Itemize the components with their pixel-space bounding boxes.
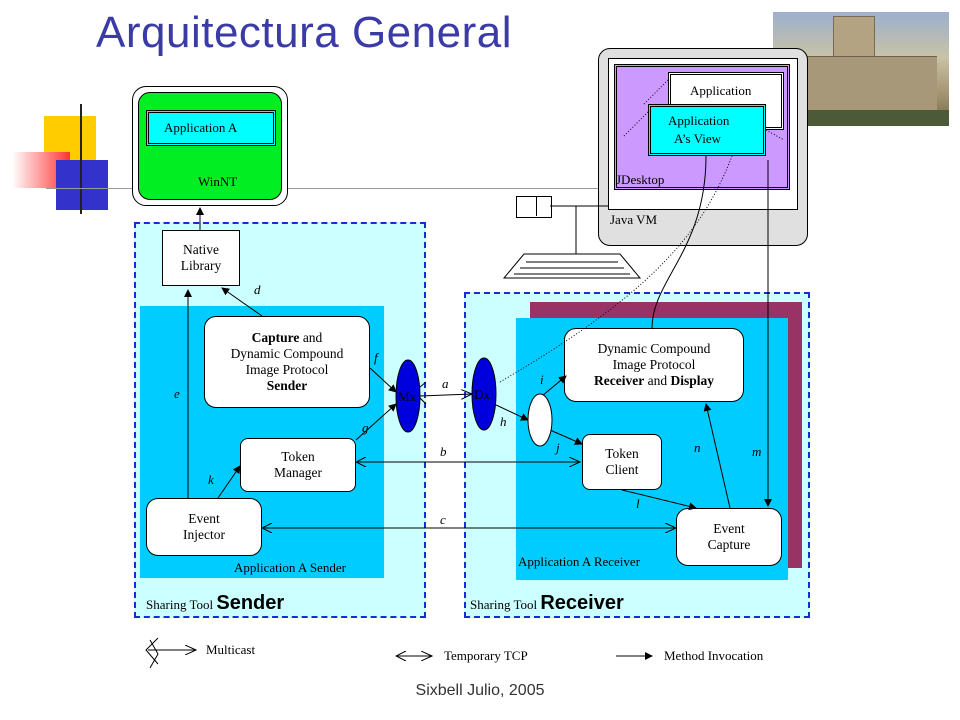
link-g-arrow xyxy=(355,403,397,441)
link-n-arrow xyxy=(703,403,731,509)
legend-method-label: Method Invocation xyxy=(664,648,764,663)
capture-line-2: Dynamic Compound xyxy=(230,346,344,361)
sharing-tool-sender-name: Sender xyxy=(216,592,285,614)
event-injector-label-2: Injector xyxy=(183,527,225,542)
decor-horizontal-line xyxy=(46,188,606,189)
link-i-label: i xyxy=(540,372,544,387)
jdesktop-label: JDesktop xyxy=(616,172,665,187)
token-client-box: Token Client xyxy=(582,434,662,490)
token-manager-box: Token Manager xyxy=(240,438,356,492)
app-view-label-1: Application xyxy=(668,113,730,128)
link-d-label: d xyxy=(254,282,261,297)
link-h-label: h xyxy=(500,414,507,429)
link-c-label: c xyxy=(440,512,446,527)
dcip-receiver-box: Dynamic Compound Image Protocol Receiver… xyxy=(564,328,744,402)
native-label-1: Native xyxy=(183,242,219,257)
keyboard-icon xyxy=(502,253,642,279)
winnt-label: WinNT xyxy=(198,174,238,189)
link-n-label: n xyxy=(694,440,701,455)
decor-blue-square xyxy=(56,160,108,210)
link-k-arrow xyxy=(217,465,241,499)
link-j-label: j xyxy=(556,440,560,455)
native-library-box: Native Library xyxy=(162,230,240,286)
mx-ellipse xyxy=(395,359,421,433)
app-view-window xyxy=(648,104,766,156)
token-manager-label-1: Token xyxy=(281,449,315,464)
link-a-arrow xyxy=(419,394,472,396)
link-h-arrow xyxy=(493,403,529,421)
token-client-label-1: Token xyxy=(605,446,639,461)
sharing-tool-receiver-name: Receiver xyxy=(540,592,624,614)
slide-footer: Sixbell Julio, 2005 xyxy=(415,682,545,699)
slide-title: Arquitectura General xyxy=(96,8,512,57)
link-l-arrow xyxy=(621,489,697,511)
native-label-2: Library xyxy=(180,258,222,273)
link-f-label: f xyxy=(374,350,378,365)
capture-line-3: Image Protocol xyxy=(245,362,329,377)
dx-ellipse xyxy=(471,357,497,431)
link-l-label: l xyxy=(636,496,640,511)
app-receiver-label: Application A Receiver xyxy=(518,554,641,569)
event-capture-label-1: Event xyxy=(713,521,745,536)
dcip-receiver: Receiver xyxy=(594,373,645,388)
link-d-arrow xyxy=(221,287,263,317)
event-capture-label-2: Capture xyxy=(707,537,751,552)
event-injector-label-1: Event xyxy=(188,511,220,526)
link-a-label: a xyxy=(442,376,449,391)
link-i-arrow xyxy=(541,375,567,397)
capture-sender-box: Capture and Dynamic Compound Image Proto… xyxy=(204,316,370,408)
link-j-arrow xyxy=(549,429,583,445)
link-k-label: k xyxy=(208,472,214,487)
legend-multicast-label: Multicast xyxy=(206,642,256,657)
token-client-label-2: Client xyxy=(605,462,639,477)
link-m-label: m xyxy=(752,444,762,459)
link-f-arrow xyxy=(369,367,397,393)
capture-rest: and xyxy=(299,330,323,345)
dcip-to-view-line xyxy=(651,155,707,329)
application-label: Application xyxy=(690,83,752,98)
token-manager-label-2: Manager xyxy=(274,465,322,480)
app-sender-label: Application A Sender xyxy=(234,560,346,575)
link-e-label: e xyxy=(174,386,180,401)
legend-tcp-label: Temporary TCP xyxy=(444,648,528,663)
javavm-label: Java VM xyxy=(610,212,658,227)
capture-bold: Capture xyxy=(251,330,300,345)
application-a-label: Application A xyxy=(164,120,238,135)
dx-label: Dx xyxy=(474,387,490,402)
dcip-and: and xyxy=(644,373,671,388)
demux-ellipse xyxy=(527,393,553,447)
sharing-tool-sender-prefix: Sharing Tool xyxy=(146,597,214,612)
sharing-tool-receiver-label: Sharing Tool Receiver xyxy=(470,592,624,615)
link-g-label: g xyxy=(362,420,369,435)
dcip-line-2: Image Protocol xyxy=(612,357,696,372)
app-view-label-2: A’s View xyxy=(674,131,722,146)
mouse-icon xyxy=(516,196,552,218)
sharing-tool-sender-label: Sharing Tool Sender xyxy=(146,592,284,615)
application-a-window xyxy=(146,110,276,146)
dcip-display: Display xyxy=(670,373,714,388)
sharing-tool-receiver-prefix: Sharing Tool xyxy=(470,597,538,612)
capture-line-4: Sender xyxy=(266,378,308,393)
decor-vertical-line xyxy=(80,104,82,214)
dcip-line-1: Dynamic Compound xyxy=(597,341,711,356)
event-capture-box: Event Capture xyxy=(676,508,782,566)
mx-label: Mx xyxy=(398,389,417,404)
link-b-label: b xyxy=(440,444,447,459)
